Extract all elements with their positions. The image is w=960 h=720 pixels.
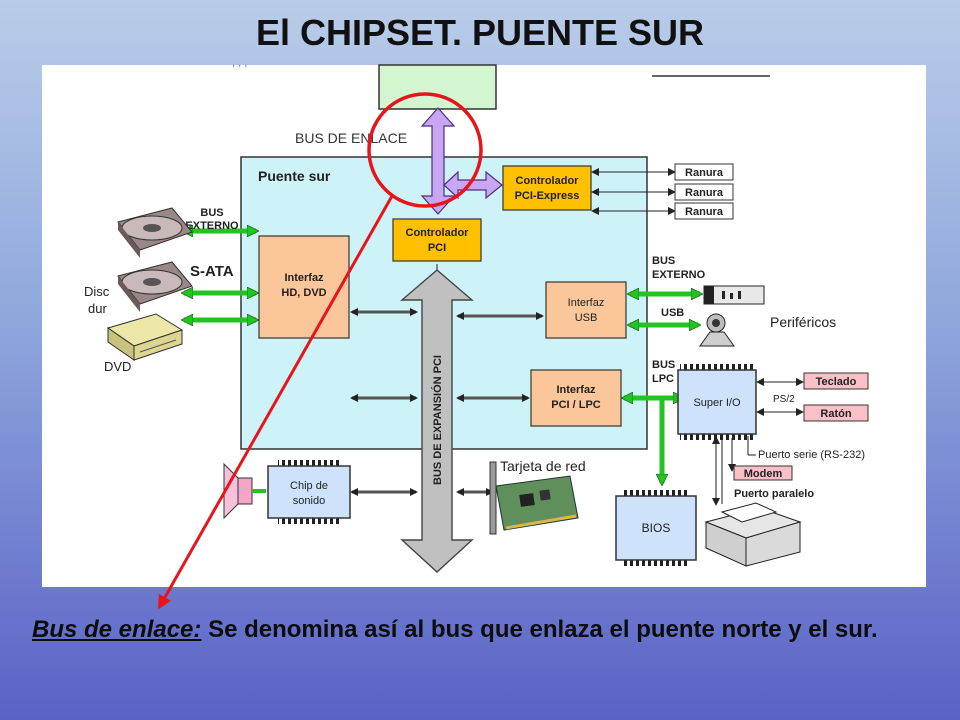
modem-box — [733, 465, 793, 481]
puerto-paralelo-label: Puerto paralelo — [734, 488, 814, 500]
modem-label: Modem — [744, 468, 783, 480]
ranura-1-label: Ranura — [685, 167, 724, 179]
sata-label: S-ATA — [190, 263, 234, 280]
chip-sonido — [267, 460, 351, 524]
ranura-3-label: Ranura — [685, 206, 724, 218]
interfaz-pci-lpc-line1: Interfaz — [556, 384, 596, 396]
puente-sur-label: Puente sur — [258, 168, 331, 184]
chip-sonido-line2: sonido — [293, 495, 325, 507]
highlight-circle — [367, 92, 483, 208]
raton-label: Ratón — [820, 408, 851, 420]
bus-lpc-line2: LPC — [652, 373, 674, 385]
teclado-box — [803, 372, 869, 390]
tarjeta-red-label: Tarjeta de red — [500, 458, 586, 474]
hard-disk-2-icon — [117, 261, 193, 312]
interfaz-hd-box — [258, 235, 350, 339]
speaker-icon — [223, 462, 253, 520]
interfaz-usb-line1: Interfaz — [568, 297, 605, 309]
bus-expansion-label: BUS DE EXPANSIÓN PCI — [431, 355, 444, 485]
hard-disk-1-icon — [117, 207, 193, 258]
ranura-2-box — [674, 183, 734, 201]
controlador-pci-line1: Controlador — [406, 227, 470, 239]
ranura-3-box — [674, 202, 734, 220]
perifericos-label: Periféricos — [770, 314, 836, 330]
bus-externo-right-line2: EXTERNO — [652, 269, 706, 281]
discos-line2: dur — [88, 301, 107, 316]
interfaz-usb-line2: USB — [575, 312, 598, 324]
usb-label: USB — [661, 307, 684, 319]
printer-icon — [704, 502, 802, 567]
ranura-2-label: Ranura — [685, 187, 724, 199]
caption-term: Bus de enlace: — [32, 616, 202, 643]
bus-externo-right-line1: BUS — [652, 255, 675, 267]
interfaz-hd-line2: HD, DVD — [281, 287, 326, 299]
bus-externo-left-line1: BUS — [200, 207, 223, 219]
interfaz-pci-lpc-line2: PCI / LPC — [551, 399, 601, 411]
slide-title: El CHIPSET. PUENTE SUR — [255, 12, 705, 53]
controlador-pci-line2: PCI — [428, 242, 446, 254]
cropped-text: , , , — [232, 57, 247, 69]
controlador-pcie-box — [502, 165, 592, 211]
bus-lpc-line1: BUS — [652, 359, 675, 371]
raton-box — [803, 404, 869, 422]
dvd-drive-icon — [106, 313, 184, 361]
chip-sonido-line1: Chip de — [290, 480, 328, 492]
usb-device-icon — [703, 285, 765, 305]
bios-label: BIOS — [642, 521, 671, 535]
interfaz-usb-box — [545, 281, 627, 339]
super-io-label: Super I/O — [693, 397, 741, 409]
pcie-link-arrow — [443, 170, 503, 200]
dvd-label: DVD — [104, 359, 131, 374]
bus-enlace-label: BUS DE ENLACE — [295, 130, 407, 146]
teclado-label: Teclado — [816, 376, 857, 388]
bus-externo-left-line2: EXTERNO — [185, 220, 239, 232]
webcam-icon — [699, 313, 735, 347]
caption: Bus de enlace: Se denomina así al bus qu… — [32, 612, 942, 648]
controlador-pcie-line2: PCI-Express — [515, 190, 580, 202]
controlador-pcie-line1: Controlador — [516, 175, 580, 187]
interfaz-hd-line1: Interfaz — [284, 272, 324, 284]
bus-expansion-arrow — [400, 269, 474, 573]
highlight-arrow — [158, 195, 394, 610]
bus-enlace-arrow — [420, 107, 456, 215]
controlador-pci-box — [392, 218, 482, 262]
network-card-icon — [489, 461, 579, 535]
discos-line1: Disc — [84, 284, 110, 299]
ps2-label: PS/2 — [773, 394, 795, 405]
ranura-1-box — [674, 163, 734, 181]
caption-text: Se denomina así al bus que enlaza el pue… — [201, 616, 878, 643]
bios-chip — [615, 490, 697, 566]
puerto-serie-label: Puerto serie (RS-232) — [758, 449, 865, 461]
interfaz-pci-lpc-box — [530, 369, 622, 427]
